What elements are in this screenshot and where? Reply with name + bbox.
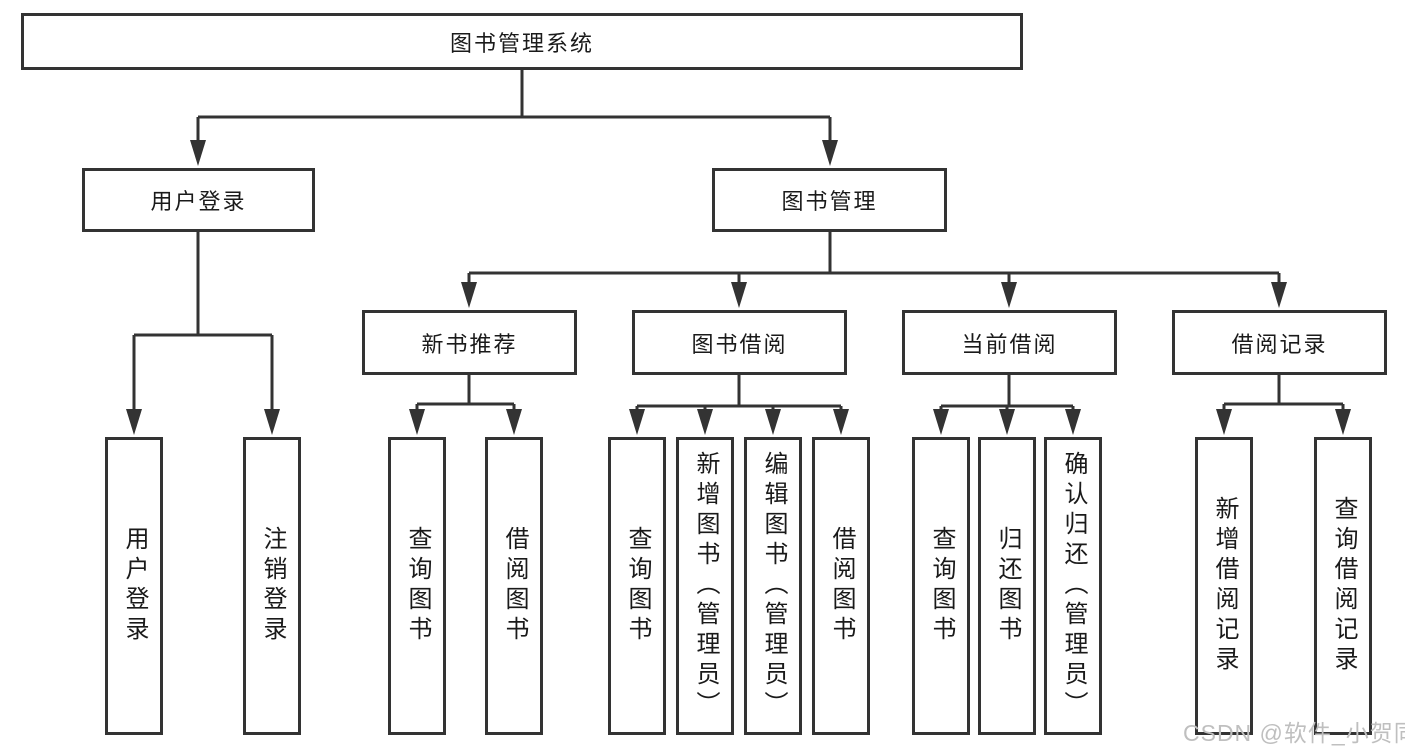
connector-book-borrow-branch <box>629 375 849 435</box>
leaf-current-confirm-return-admin: 确认归还（管理员） <box>1044 437 1102 735</box>
node-label: 图书管理 <box>781 189 878 214</box>
leaf-records-query-borrow-record: 查询借阅记录 <box>1314 437 1372 735</box>
node-label: 查询图书 <box>624 526 651 646</box>
node-label: 查询图书 <box>404 526 431 646</box>
node-label: 新书推荐 <box>421 331 518 357</box>
leaf-borrow-borrow-books: 借阅图书 <box>812 437 870 735</box>
node-borrow-records: 借阅记录 <box>1172 310 1387 375</box>
node-label: 归还图书 <box>994 526 1021 646</box>
connector-current-borrow-branch <box>933 375 1081 435</box>
node-label: 当前借阅 <box>961 331 1058 357</box>
node-book-borrow: 图书借阅 <box>632 310 847 375</box>
csdn-watermark: CSDN @软件_小贺同学 <box>1183 720 1405 746</box>
leaf-borrow-query-books: 查询图书 <box>608 437 666 735</box>
leaf-newbook-borrow-books: 借阅图书 <box>485 437 543 735</box>
connector-borrow-records-branch <box>1216 375 1351 435</box>
connector-new-book-branch <box>409 375 522 435</box>
node-new-book-recommend: 新书推荐 <box>362 310 577 375</box>
node-label: 编辑图书（管理员） <box>760 451 787 721</box>
node-label: 借阅图书 <box>828 526 855 646</box>
node-label: 借阅图书 <box>501 526 528 646</box>
node-label: 新增图书（管理员） <box>692 451 719 721</box>
node-current-borrow: 当前借阅 <box>902 310 1117 375</box>
connector-book-management-branch <box>461 232 1287 308</box>
leaf-newbook-query-books: 查询图书 <box>388 437 446 735</box>
node-library-management-system: 图书管理系统 <box>21 13 1023 70</box>
leaf-current-query-books: 查询图书 <box>912 437 970 735</box>
node-label: 用户登录 <box>150 189 247 214</box>
node-user-login: 用户登录 <box>82 168 315 232</box>
node-label: 注销登录 <box>259 526 286 646</box>
leaf-current-return-books: 归还图书 <box>978 437 1036 735</box>
node-label: 查询图书 <box>928 526 955 646</box>
node-book-management: 图书管理 <box>712 168 947 232</box>
leaf-logout: 注销登录 <box>243 437 301 735</box>
leaf-user-login: 用户登录 <box>105 437 163 735</box>
node-label: 用户登录 <box>121 526 148 646</box>
node-label: 确认归还（管理员） <box>1060 451 1087 721</box>
leaf-borrow-edit-books-admin: 编辑图书（管理员） <box>744 437 802 735</box>
leaf-borrow-add-books-admin: 新增图书（管理员） <box>676 437 734 735</box>
leaf-records-add-borrow-record: 新增借阅记录 <box>1195 437 1253 735</box>
node-label: 借阅记录 <box>1231 331 1328 357</box>
node-label: 新增借阅记录 <box>1211 496 1238 676</box>
connector-user-login-branch <box>126 232 280 435</box>
node-label: 图书借阅 <box>691 331 788 357</box>
node-label: 图书管理系统 <box>449 30 594 56</box>
node-label: 查询借阅记录 <box>1330 496 1357 676</box>
connector-root-branch <box>190 70 838 166</box>
